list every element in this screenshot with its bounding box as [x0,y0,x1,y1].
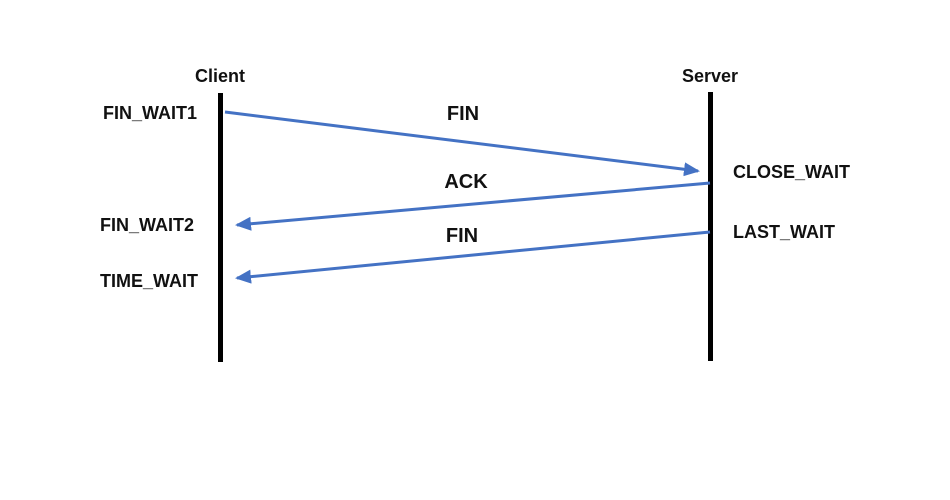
actor-label-client: Client [194,66,245,86]
state-label-last-wait: LAST_WAIT [733,222,835,242]
message-label-fin-1: FIN [446,103,480,125]
message-label-ack: ACK [444,171,488,193]
actor-label-server: Server [681,66,739,86]
message-label-fin-2: FIN [445,225,479,247]
state-label-time-wait: TIME_WAIT [100,271,198,291]
message-arrow-ack-server-to-client [235,181,711,231]
state-label-fin-wait1: FIN_WAIT1 [103,103,198,123]
client-lifeline [218,93,223,362]
message-arrow-fin-client-to-server [224,110,700,177]
message-arrow-fin-server-to-client [235,230,711,284]
server-lifeline [708,92,713,361]
state-label-close-wait: CLOSE_WAIT [733,162,851,182]
state-label-fin-wait2: FIN_WAIT2 [100,215,195,235]
